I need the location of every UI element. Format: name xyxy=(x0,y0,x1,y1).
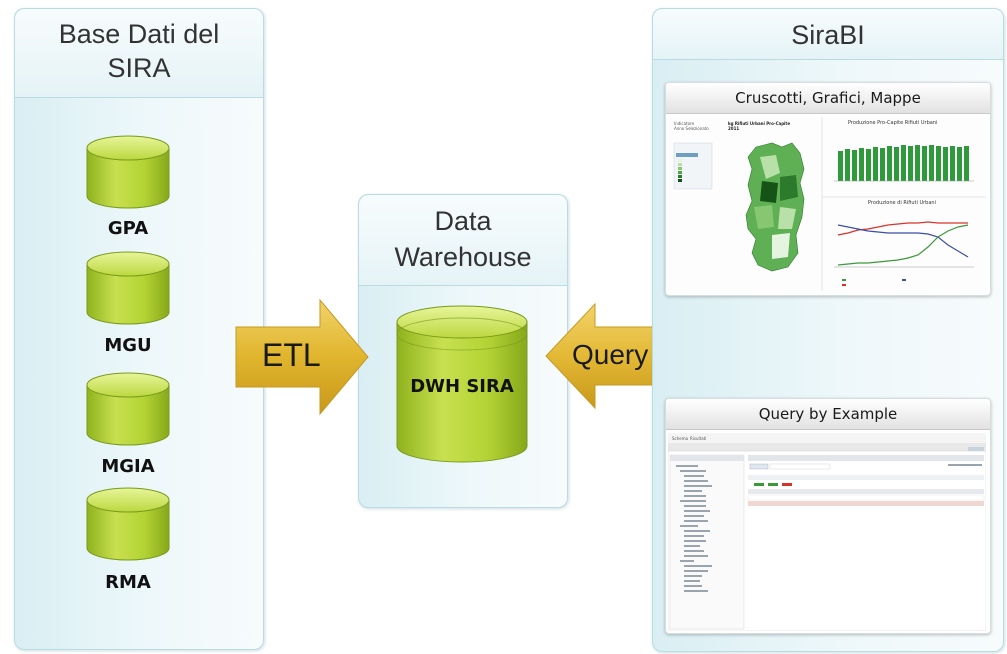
data-warehouse-title: Data Warehouse xyxy=(394,206,532,272)
dashboards-card-title: Cruscotti, Grafici, Mappe xyxy=(666,83,990,114)
line-chart-blue xyxy=(837,224,969,258)
qbe-schema-tab: Schema xyxy=(672,436,689,441)
mgu-cylinder-icon xyxy=(86,251,170,325)
gpa-cylinder-icon xyxy=(86,135,170,209)
query-label: Query xyxy=(572,339,649,370)
year-value: 2011 xyxy=(728,126,740,131)
mini-charts xyxy=(834,145,974,286)
query-by-example-card[interactable]: Query by Example Schema Risultati xyxy=(665,398,991,634)
source-databases-title: Base Dati del SIRA xyxy=(58,19,220,83)
year-label: Anno Selezionato xyxy=(674,126,709,131)
indicator-label: Indicatore xyxy=(674,121,695,126)
etl-label: ETL xyxy=(262,337,321,373)
dwh-label: DWH SIRA xyxy=(410,376,514,397)
line-chart-green xyxy=(837,224,969,266)
sardinia-map xyxy=(673,117,986,291)
qbe-results-tab: Risultati xyxy=(690,436,707,441)
data-warehouse-header: Data Warehouse xyxy=(359,195,567,286)
rma-label: RMA xyxy=(105,572,151,593)
mgu-label: MGU xyxy=(104,335,152,356)
rma-cylinder-icon xyxy=(86,487,170,561)
sirabi-title: SiraBI xyxy=(791,20,865,50)
indicator-value: kg Rifiuti Urbani Pro-Capite xyxy=(728,121,791,126)
chart2-title: Produzione di Rifiuti Urbani xyxy=(868,200,936,206)
mgia-label: MGIA xyxy=(101,456,155,477)
mgia-cylinder-icon xyxy=(86,372,170,446)
dashboard-screenshot: Indicatore kg Rifiuti Urbani Pro-Capite … xyxy=(668,117,986,291)
source-databases-header: Base Dati del SIRA xyxy=(15,9,263,98)
chart1-title: Produzione Pro-Capite Rifiuti Urbani xyxy=(848,120,938,126)
bar-chart-mini xyxy=(838,145,969,181)
dashboards-card[interactable]: Cruscotti, Grafici, Mappe Indicatore kg … xyxy=(665,82,991,296)
gpa-label: GPA xyxy=(107,218,149,239)
sirabi-header: SiraBI xyxy=(653,9,1003,60)
qbe-ui-mini xyxy=(668,443,986,631)
query-by-example-title: Query by Example xyxy=(666,399,990,430)
qbe-screenshot: Schema Risultati xyxy=(668,433,986,631)
